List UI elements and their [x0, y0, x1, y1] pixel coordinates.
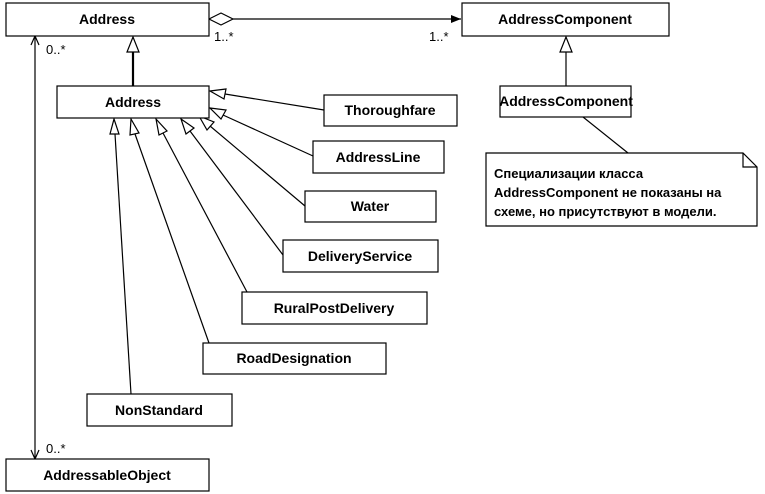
- class-rural-post-delivery-label: RuralPostDelivery: [274, 300, 395, 316]
- class-addressable-object-label: AddressableObject: [43, 467, 171, 483]
- class-road-designation[interactable]: RoadDesignation: [202, 342, 387, 375]
- aggregation-target-multiplicity: 1..*: [429, 29, 449, 44]
- class-non-standard[interactable]: NonStandard: [86, 393, 233, 427]
- ruralpostdelivery-triangle-icon: [155, 117, 168, 136]
- class-address-component-top[interactable]: AddressComponent: [461, 2, 670, 37]
- class-address-component-label: AddressComponent: [499, 93, 633, 109]
- class-delivery-service[interactable]: DeliveryService: [282, 239, 439, 273]
- class-address-top[interactable]: Address: [5, 2, 210, 37]
- nonstandard-generalization-line: [114, 133, 132, 395]
- note-line-3: схеме, но присутствуют в модели.: [494, 204, 717, 219]
- association-top-multiplicity: 0..*: [46, 42, 66, 57]
- water-generalization-line: [209, 125, 306, 207]
- thoroughfare-triangle-icon: [208, 88, 227, 100]
- class-water-label: Water: [351, 198, 390, 214]
- aggregation-diamond-icon: [207, 12, 235, 26]
- association-bottom-multiplicity: 0..*: [46, 441, 66, 456]
- class-address-component-top-label: AddressComponent: [498, 11, 632, 27]
- class-non-standard-label: NonStandard: [115, 402, 203, 418]
- class-address-line[interactable]: AddressLine: [312, 140, 445, 174]
- class-address-component[interactable]: AddressComponent: [499, 85, 633, 118]
- note-shape: [485, 152, 758, 227]
- nonstandard-triangle-icon: [109, 116, 120, 135]
- class-thoroughfare[interactable]: Thoroughfare: [323, 94, 458, 127]
- class-address-label: Address: [105, 94, 161, 110]
- aggregation-source-multiplicity: 1..*: [214, 29, 234, 44]
- class-address[interactable]: Address: [56, 85, 210, 119]
- addressline-generalization-line: [222, 114, 314, 157]
- water-triangle-icon: [197, 114, 216, 132]
- class-address-line-label: AddressLine: [336, 149, 421, 165]
- deliveryservice-triangle-icon: [179, 117, 196, 135]
- thoroughfare-generalization-line: [224, 93, 325, 111]
- aggregation-arrowhead-icon: [451, 15, 461, 23]
- deliveryservice-generalization-line: [189, 130, 284, 256]
- note-fold-icon: [742, 153, 757, 168]
- note: Специализации класса AddressComponent не…: [485, 152, 758, 227]
- ruralpostdelivery-generalization-line: [162, 132, 248, 293]
- roaddesignation-triangle-icon: [129, 116, 140, 136]
- addressline-triangle-icon: [208, 107, 227, 120]
- note-line-1: Специализации класса: [494, 166, 644, 181]
- class-address-top-label: Address: [79, 11, 135, 27]
- address-generalization-triangle-icon: [126, 35, 140, 53]
- note-line-2: AddressComponent не показаны на: [494, 185, 722, 200]
- class-addressable-object[interactable]: AddressableObject: [5, 458, 210, 492]
- class-delivery-service-label: DeliveryService: [308, 248, 413, 264]
- class-thoroughfare-label: Thoroughfare: [345, 102, 436, 118]
- note-connector-line: [582, 116, 629, 154]
- class-water[interactable]: Water: [304, 190, 437, 223]
- class-road-designation-label: RoadDesignation: [236, 350, 351, 366]
- component-generalization-triangle-icon: [559, 35, 573, 53]
- class-rural-post-delivery[interactable]: RuralPostDelivery: [241, 291, 428, 325]
- roaddesignation-generalization-line: [134, 133, 210, 344]
